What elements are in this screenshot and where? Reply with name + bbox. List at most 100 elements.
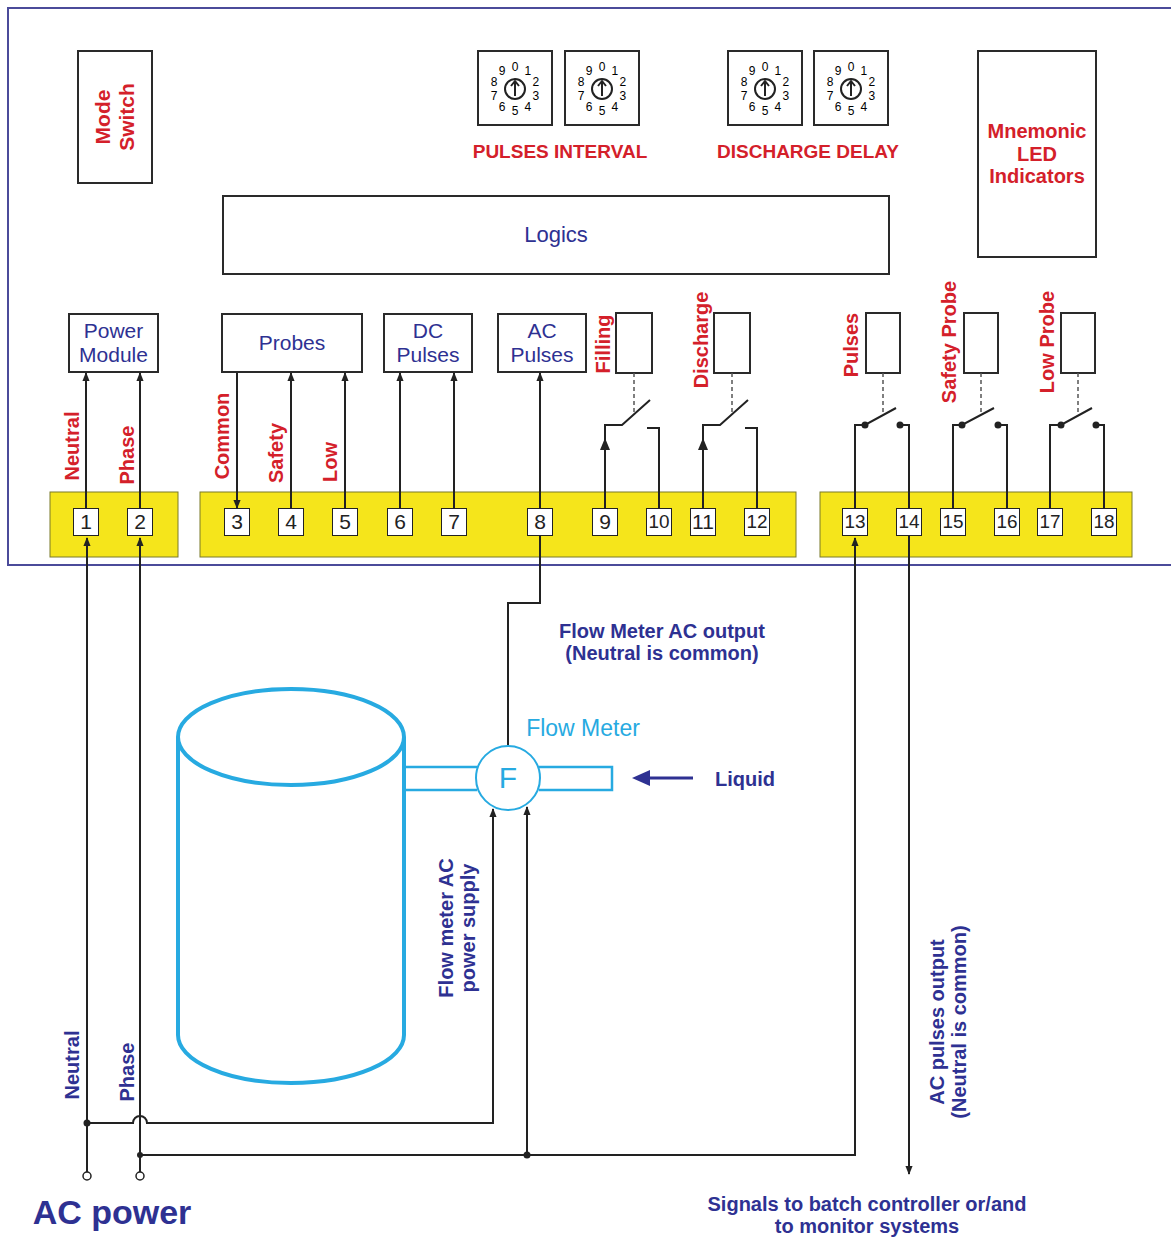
- relay-link: [1077, 373, 1079, 415]
- contact-dot: [862, 422, 1100, 429]
- node-text: F: [499, 761, 517, 795]
- dial-digit: 5: [508, 104, 522, 118]
- supply-terminal: [83, 1172, 144, 1180]
- terminal-strip: [200, 492, 796, 557]
- relay-coil: [1061, 313, 1095, 373]
- text-label: Liquid: [700, 768, 790, 790]
- relay-coil: [964, 313, 998, 373]
- supply-terminal: [136, 1172, 144, 1180]
- dial-digit: 2: [865, 75, 879, 89]
- dial-knob: [505, 79, 525, 99]
- rotated-label: Flow meter AC power supply: [435, 843, 479, 1013]
- terminal: 14: [896, 508, 922, 536]
- housing: [8, 8, 1171, 565]
- terminal-number: 14: [898, 511, 919, 532]
- supply-terminal: [83, 1172, 91, 1180]
- terminal-number: 5: [339, 510, 351, 534]
- relay-contact: [605, 400, 650, 508]
- terminal: 7: [441, 508, 467, 536]
- terminal: 10: [646, 508, 672, 536]
- relay-contact: [647, 428, 659, 508]
- wire-connector: [236, 373, 238, 508]
- contact-dot: [1058, 422, 1065, 429]
- dial-pointer: [511, 81, 519, 96]
- terminal-number: 3: [231, 510, 243, 534]
- relay-contact: [703, 400, 748, 508]
- switch-box: Mode Switch: [77, 50, 153, 184]
- logic-box: Logics: [222, 195, 890, 275]
- rotated-label: AC pulses output (Neutral is common): [926, 913, 970, 1131]
- dial-digit: 9: [495, 64, 509, 78]
- flow-meter: F: [475, 745, 541, 811]
- text-label: AC power: [7, 1194, 217, 1231]
- dial-digit: 9: [582, 64, 596, 78]
- indicator-box: Mnemonic LED Indicators: [977, 50, 1097, 258]
- text-label: DISCHARGE DELAY: [683, 142, 933, 163]
- text-label: Flow Meter: [488, 716, 678, 741]
- terminal-number: 8: [534, 510, 546, 534]
- terminal: 8: [527, 508, 553, 536]
- relay-contact: [605, 400, 1104, 508]
- wire-connector: [453, 373, 455, 508]
- rotated-label: Neutral: [61, 405, 83, 487]
- wire-connector: [290, 373, 292, 508]
- terminal-strip: [50, 492, 1132, 557]
- contact-arrow: [600, 438, 610, 450]
- terminal-number: 16: [996, 511, 1017, 532]
- wire-connector: [85, 373, 87, 508]
- node-text: DC Pulses: [385, 319, 471, 366]
- relay-contact: [998, 425, 1007, 508]
- relay-contact: [855, 408, 896, 508]
- terminal-number: 6: [394, 510, 406, 534]
- node-text: Mode Switch: [91, 67, 139, 167]
- power-wire: [86, 538, 88, 1172]
- terminal: 15: [940, 508, 966, 536]
- terminal: 13: [842, 508, 868, 536]
- contact-dot: [1093, 422, 1100, 429]
- terminal: 1: [73, 508, 99, 536]
- junction-dot: [137, 1152, 143, 1158]
- rotary-dial: 0123456789: [727, 50, 803, 126]
- dial-digit: 7: [737, 89, 751, 103]
- rotated-label: Filling: [592, 306, 614, 382]
- terminal: 9: [592, 508, 618, 536]
- relay-contact: [953, 408, 994, 508]
- dial-digit: 7: [823, 89, 837, 103]
- dial-digit: 0: [595, 60, 609, 74]
- dial-digit: 7: [487, 89, 501, 103]
- dial-pointer: [598, 81, 606, 96]
- dial-digit: 7: [574, 89, 588, 103]
- power-wire: [87, 536, 909, 1174]
- terminal-number: 12: [746, 511, 767, 532]
- power-wire: [87, 809, 493, 1123]
- terminal-number: 13: [844, 511, 865, 532]
- node-text: Power Module: [70, 319, 157, 366]
- terminal-strip: [50, 492, 178, 557]
- dial-digit: 4: [857, 100, 871, 114]
- relay-coil: [714, 313, 750, 373]
- dial-digit: 2: [616, 75, 630, 89]
- dial-pointer: [761, 81, 769, 96]
- dial-knob: [841, 79, 861, 99]
- text-label: Flow Meter AC output (Neutral is common): [520, 620, 805, 664]
- rotary-dial: 0123456789: [564, 50, 640, 126]
- relay-link: [882, 373, 884, 415]
- terminal: 16: [994, 508, 1020, 536]
- rotary-dial: 0123456789: [813, 50, 889, 126]
- node-text: Logics: [524, 223, 588, 248]
- rotated-label: Low: [319, 437, 341, 487]
- terminal: 11: [690, 508, 716, 536]
- terminal-number: 9: [599, 510, 611, 534]
- terminal-number: 18: [1093, 511, 1114, 532]
- dial-digit: 9: [745, 64, 759, 78]
- terminal-number: 2: [134, 510, 146, 534]
- terminal-number: 1: [80, 510, 92, 534]
- liquid-arrow: [645, 777, 693, 780]
- text-label: Signals to batch controller or/and to mo…: [700, 1193, 1035, 1237]
- rotated-label: Neutral: [61, 1019, 83, 1111]
- junction-dot: [84, 1120, 91, 1127]
- contact-arrow: [600, 438, 708, 450]
- relay-contact: [745, 428, 757, 508]
